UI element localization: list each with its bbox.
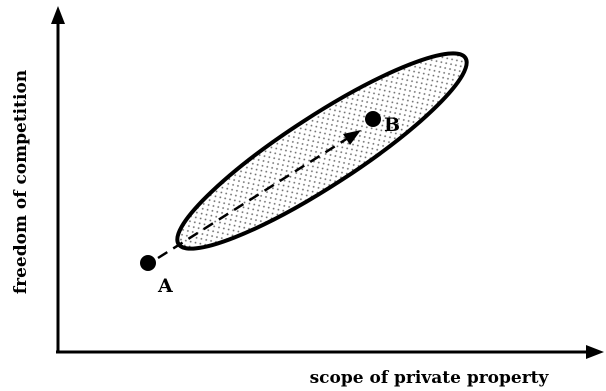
x-axis-arrowhead xyxy=(586,345,604,359)
shaded-ellipse-region xyxy=(175,51,469,251)
dashed-path-a-to-b xyxy=(157,136,349,260)
point-b-label: B xyxy=(384,114,400,136)
point-a-label: A xyxy=(157,275,173,297)
point-b-marker xyxy=(365,111,381,127)
point-a-marker xyxy=(140,255,156,271)
path-arrowhead xyxy=(343,130,361,145)
x-axis-label: scope of private property xyxy=(310,368,550,388)
y-axis-label: freedom of competition xyxy=(11,70,31,294)
y-axis-arrowhead xyxy=(51,6,65,24)
